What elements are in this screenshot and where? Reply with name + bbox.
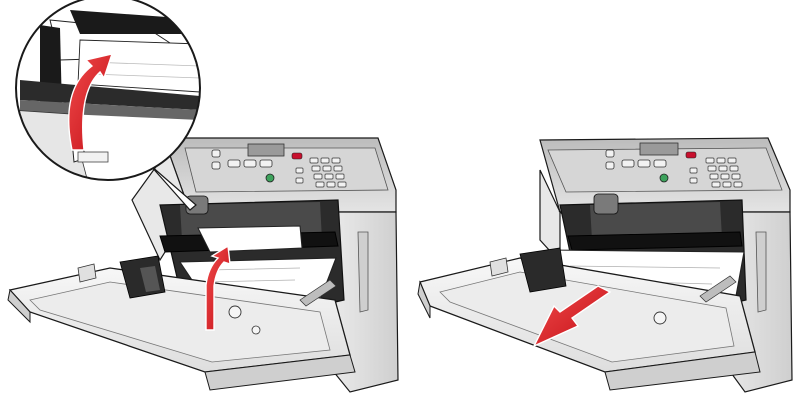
magnifier-callout [15,0,201,211]
jammed-paper-top [197,225,303,253]
lift-arrow-icon [205,244,231,331]
keypad [295,157,347,188]
magnified-lift-arrow-icon [68,53,114,151]
front-tray-right [417,247,761,391]
printer-control-panel-right [539,137,791,213]
display-screen [247,143,285,157]
panel-lift-flap [7,0,399,393]
stop-button [291,152,303,160]
power-button [265,173,275,183]
nav-buttons [211,149,273,170]
printer-control-panel [167,137,397,213]
pull-out-arrow-icon [532,285,612,348]
jam-access-flap-right [567,231,743,251]
front-tray [7,255,356,391]
panel-pull-paper [417,137,793,393]
paper-guide-right [519,247,567,293]
